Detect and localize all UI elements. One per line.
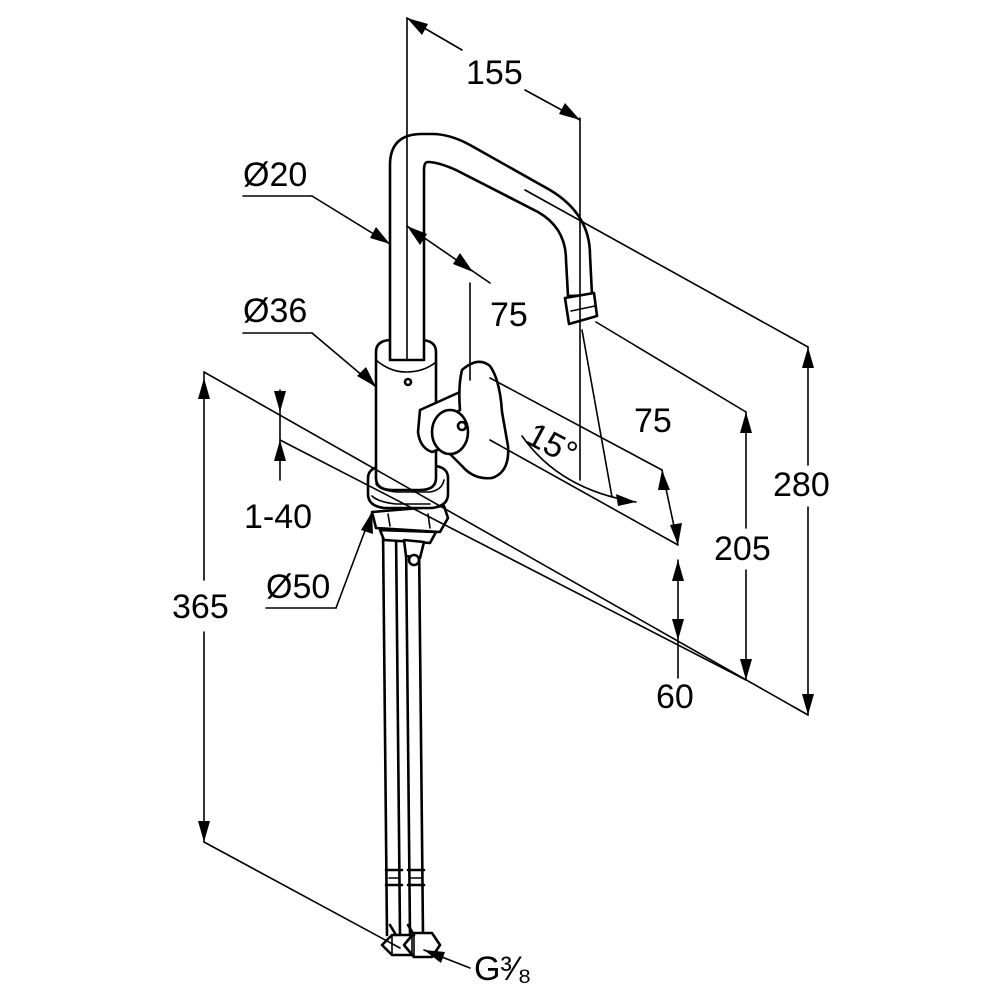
lever-handle [416, 360, 510, 480]
label-spout-reach: 155 [466, 54, 523, 92]
label-counter-thickness: 1-40 [244, 498, 312, 536]
label-spout-offset: 75 [490, 296, 528, 334]
dimension-lines [198, 17, 814, 969]
label-base-diameter: Ø50 [266, 568, 330, 606]
label-rotation-angle: 15° [520, 416, 583, 474]
label-total-height: 280 [773, 466, 830, 504]
label-body-diameter: Ø36 [243, 292, 307, 330]
label-lever-reach: 75 [634, 402, 672, 440]
label-spout-height: 205 [714, 530, 771, 568]
flexible-hoses [381, 528, 426, 937]
label-hose-length: 365 [172, 588, 229, 626]
faucet-body [374, 338, 438, 492]
spout [388, 132, 599, 362]
label-pipe-diameter: Ø20 [243, 156, 307, 194]
label-base-height: 60 [656, 678, 694, 716]
label-connection-thread: G³⁄₈ [474, 950, 532, 988]
faucet [366, 132, 599, 959]
